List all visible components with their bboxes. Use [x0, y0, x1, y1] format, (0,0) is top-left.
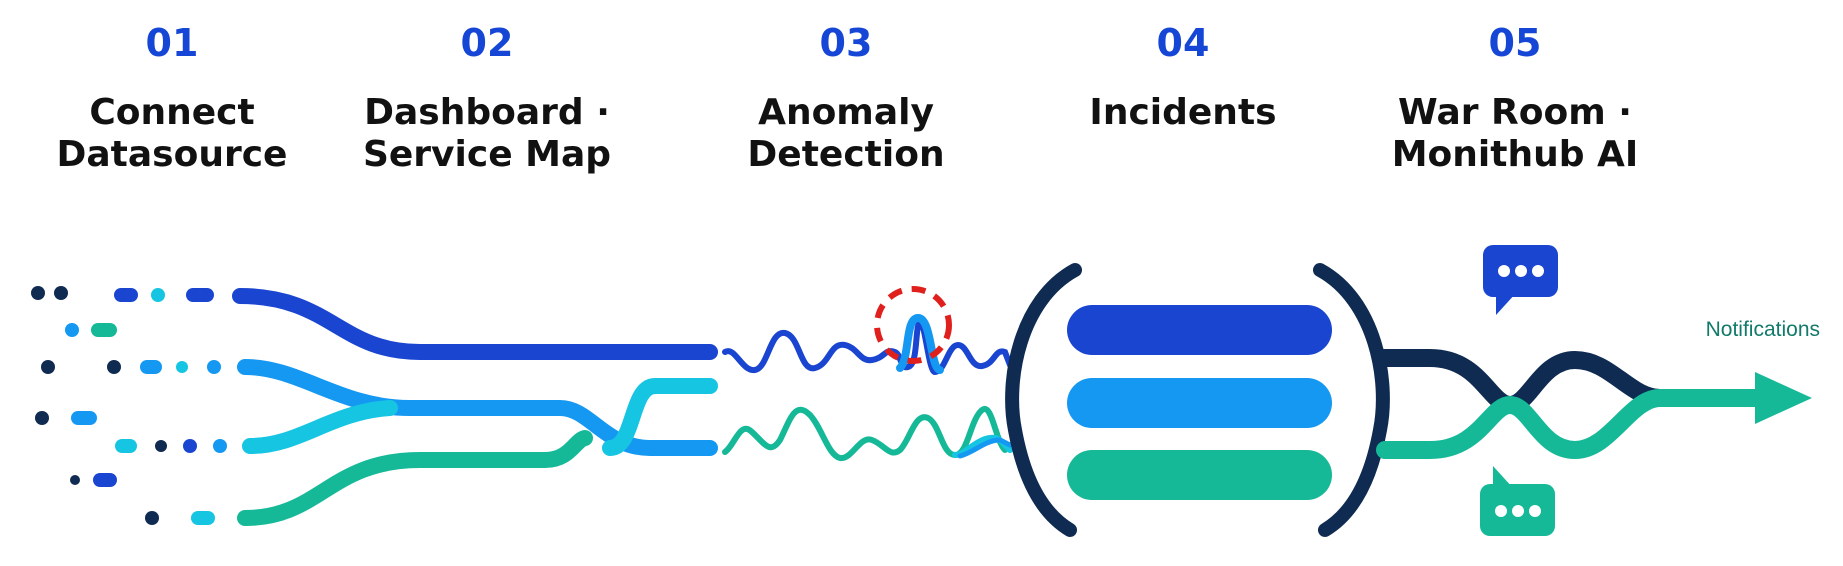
step-number: 01 [145, 21, 199, 65]
step-number: 02 [460, 21, 514, 65]
step-title: Anomaly Detection [747, 92, 945, 175]
datasource-dots [31, 286, 227, 525]
step-incidents: 04 Incidents [1013, 20, 1353, 134]
step-title: Connect Datasource [56, 92, 288, 175]
chat-bubble-icon [1483, 245, 1558, 315]
incident-bar-critical [1067, 305, 1332, 355]
anomaly-circle-icon [874, 286, 952, 364]
step-dashboard-service-map: 02 Dashboard · Service Map [317, 20, 657, 176]
step-number: 03 [819, 21, 873, 65]
step-title: Dashboard · Service Map [362, 92, 612, 175]
anomaly-waves [722, 313, 1013, 461]
incident-bar-info [1067, 450, 1332, 500]
incidents-container [1005, 263, 1390, 537]
war-room-streams [1376, 349, 1769, 460]
chat-bubble-icon [1480, 466, 1555, 536]
step-anomaly-detection: 03 Anomaly Detection [676, 20, 1016, 176]
step-title: Incidents [1089, 92, 1277, 133]
step-connect-datasource: 01 Connect Datasource [2, 20, 342, 176]
step-number: 05 [1488, 21, 1542, 65]
step-title: War Room · Monithub AI [1391, 92, 1639, 175]
incident-bar-warning [1067, 378, 1332, 428]
service-map-pipes [232, 288, 718, 526]
arrow-right-icon [1755, 372, 1812, 424]
step-war-room-ai: 05 War Room · Monithub AI [1345, 20, 1685, 176]
notifications-label: Notifications [1706, 318, 1820, 341]
step-number: 04 [1156, 21, 1210, 65]
